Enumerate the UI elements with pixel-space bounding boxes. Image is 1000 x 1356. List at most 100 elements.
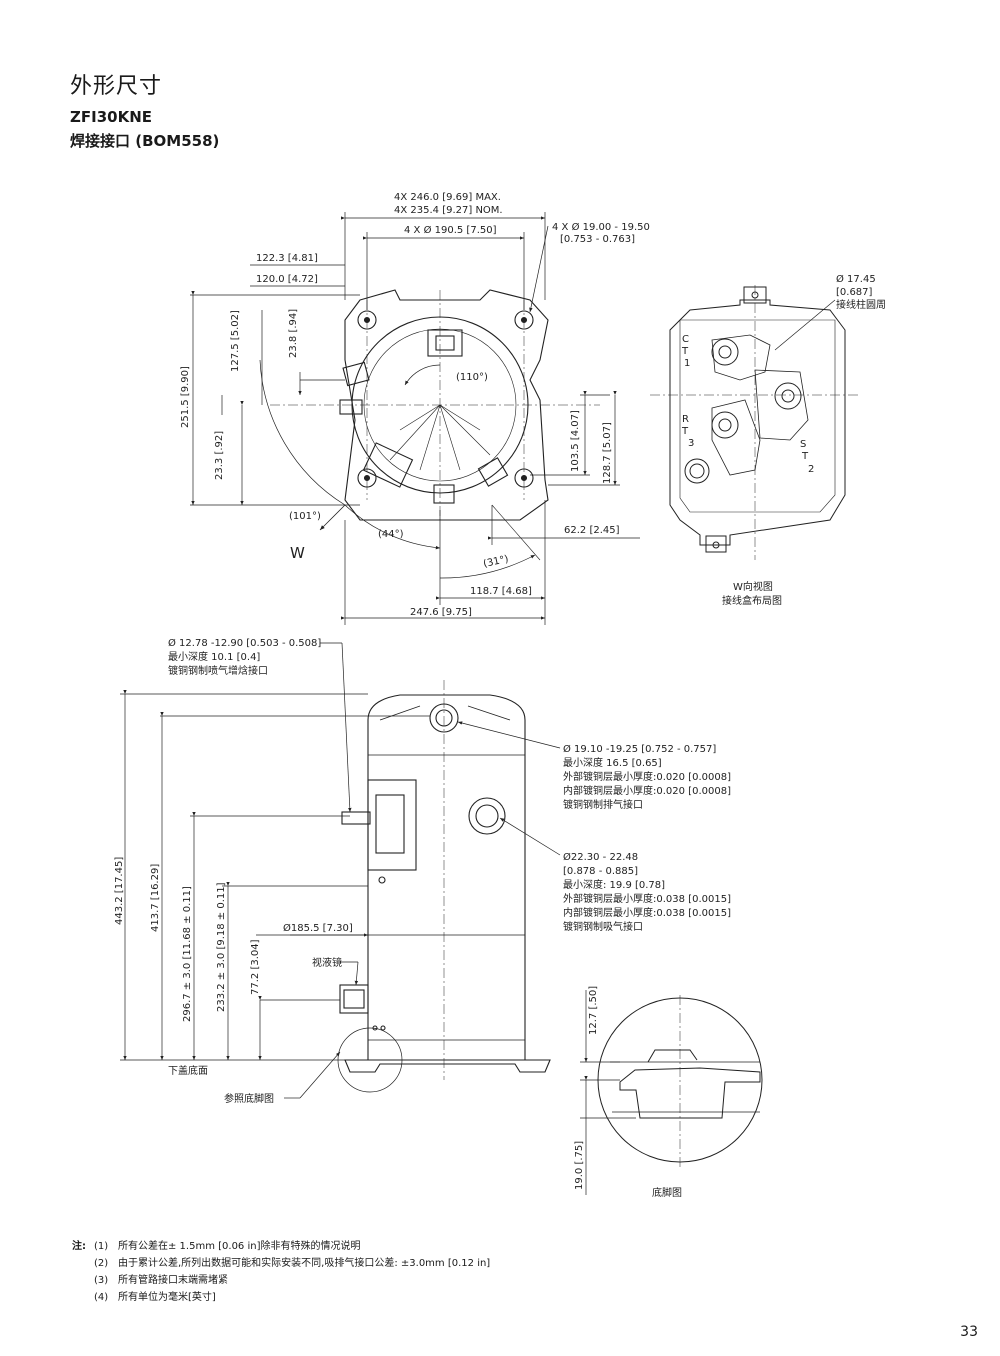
- foot-labels: 12.7 [.50] 19.0 [.75] 底脚图: [574, 986, 682, 1199]
- note-row: (4) 所有单位为毫米[英寸]: [72, 1289, 490, 1306]
- inj-depth: 最小深度 10.1 [0.4]: [168, 650, 260, 663]
- note-row: (3) 所有管路接口末端需堵紧: [72, 1272, 490, 1289]
- dis-inner: 内部镀铜层最小厚度:0.020 [0.0008]: [563, 784, 731, 797]
- page-title: 外形尺寸: [70, 74, 163, 99]
- note-text: 所有管路接口末端需堵紧: [118, 1275, 228, 1286]
- compressor-shell: [367, 694, 526, 1061]
- note-number: (1): [94, 1241, 109, 1252]
- dim-23-3: 23.3 [.92]: [214, 431, 225, 480]
- notes-section: 注: (1) 所有公差在± 1.5mm [0.06 in]除非有特殊的情况说明 …: [72, 1238, 490, 1306]
- dim-233: 233.2 ± 3.0 [9.18 ± 0.11]: [216, 882, 227, 1012]
- dim-443: 443.2 [17.45]: [114, 857, 125, 925]
- terminal-box-labels: Ø 17.45 [0.687] 接线柱圆周 C T 1 R T 3 S T 2 …: [681, 273, 886, 607]
- w-view-label: W: [290, 544, 305, 562]
- dim-103: 103.5 [4.07]: [570, 410, 581, 472]
- dim-mount-max: 4X 246.0 [9.69] MAX.: [394, 192, 501, 203]
- model-name: ZFI30KNE: [70, 108, 153, 126]
- dim-120: 120.0 [4.72]: [256, 274, 318, 285]
- dim-77: 77.2 [3.04]: [250, 939, 261, 995]
- dis-outer: 外部镀铜层最小厚度:0.020 [0.0008]: [563, 770, 731, 783]
- sight-glass: [339, 984, 369, 1014]
- top-view-dimensions: [190, 212, 640, 625]
- terminal-3: [711, 411, 739, 439]
- note-text: 所有公差在± 1.5mm [0.06 in]除非有特殊的情况说明: [118, 1241, 361, 1252]
- terminal-caption-1: W向视图: [733, 580, 773, 593]
- dim-hole-dia-inch: [0.753 - 0.763]: [560, 234, 635, 245]
- note-text: 所有单位为毫米[英寸]: [118, 1292, 216, 1303]
- page-number: 33: [960, 1324, 978, 1340]
- dim-127: 127.5 [5.02]: [230, 310, 241, 372]
- inj-dia: Ø 12.78 -12.90 [0.503 - 0.508]: [168, 637, 321, 649]
- sight-glass-label: 视液镜: [312, 956, 342, 969]
- top-view: [259, 289, 600, 579]
- dim-mount-nom: 4X 235.4 [9.27] NOM.: [394, 205, 503, 216]
- terminal-label-rt3-r: R: [682, 414, 689, 425]
- mount-hole: [357, 310, 377, 330]
- terminal-label-st2-2: 2: [808, 464, 814, 475]
- suc-material: 镀铜钢制吸气接口: [563, 920, 643, 933]
- dim-19: 19.0 [.75]: [574, 1141, 585, 1190]
- note-number: (3): [94, 1275, 109, 1286]
- angle-101: (101°): [289, 511, 321, 522]
- dim-413: 413.7 [16.29]: [150, 864, 161, 932]
- dim-62: 62.2 [2.45]: [564, 525, 620, 536]
- injection-fitting: [367, 779, 417, 871]
- dim-118: 118.7 [4.68]: [470, 586, 532, 597]
- foot-caption: 底脚图: [652, 1186, 682, 1199]
- stud-dia: Ø 17.45: [836, 273, 876, 285]
- terminal-label-st2-t: T: [801, 451, 809, 462]
- top-view-labels: 4X 246.0 [9.69] MAX. 4X 235.4 [9.27] NOM…: [180, 192, 650, 618]
- bottom-label: 下盖底面: [168, 1064, 208, 1077]
- notes-lead: 注:: [72, 1241, 86, 1252]
- foot-detail: [597, 995, 763, 1170]
- suc-dia: Ø22.30 - 22.48: [563, 851, 638, 863]
- note-row: 注: (1) 所有公差在± 1.5mm [0.06 in]除非有特殊的情况说明: [72, 1238, 490, 1255]
- mount-hole: [514, 310, 534, 330]
- dim-bolt-circle: 4 X Ø 190.5 [7.50]: [404, 224, 497, 236]
- angle-31: (31°): [482, 554, 509, 570]
- angle-44: (44°): [378, 529, 404, 540]
- dis-material: 镀铜钢制排气接口: [563, 798, 643, 811]
- terminal-1: [711, 338, 739, 366]
- note-row: (2) 由于累计公差,所列出数据可能和实际安装不同,吸排气接口公差: ±3.0m…: [72, 1255, 490, 1272]
- foot-dimensions: [580, 990, 636, 1195]
- terminal-2: [774, 382, 802, 410]
- angle-110: (110°): [456, 372, 488, 383]
- dim-185: Ø185.5 [7.30]: [283, 922, 353, 934]
- terminal-label-ct1-t: T: [681, 346, 689, 357]
- terminal-box-view: [650, 285, 860, 560]
- base-feet: [344, 1059, 551, 1073]
- dim-122: 122.3 [4.81]: [256, 253, 318, 264]
- terminal-box-outline: [669, 299, 846, 546]
- stud-circle-label: 接线柱圆周: [836, 298, 886, 311]
- note-text: 由于累计公差,所列出数据可能和实际安装不同,吸排气接口公差: ±3.0mm [0…: [118, 1258, 491, 1269]
- connection-type: 焊接接口 (BOM558): [70, 132, 220, 150]
- terminal-label-rt3-3: 3: [688, 438, 694, 449]
- suc-dia-inch: [0.878 - 0.885]: [563, 866, 638, 877]
- dim-12-7: 12.7 [.50]: [588, 986, 599, 1035]
- suc-outer: 外部镀铜层最小厚度:0.038 [0.0015]: [563, 892, 731, 905]
- dim-128: 128.7 [5.07]: [602, 422, 613, 484]
- terminal-label-st2-s: S: [800, 439, 806, 450]
- dim-hole-dia: 4 X Ø 19.00 - 19.50: [552, 221, 650, 233]
- inj-material: 镀铜钢制喷气增焓接口: [168, 664, 268, 677]
- foot-ref-label: 参照底脚图: [224, 1092, 274, 1105]
- dim-23-8: 23.8 [.94]: [288, 309, 299, 358]
- suc-depth: 最小深度: 19.9 [0.78]: [563, 878, 665, 891]
- terminal-label-ct1-c: C: [682, 334, 689, 345]
- dim-247: 247.6 [9.75]: [410, 607, 472, 618]
- terminal-caption-2: 接线盒布局图: [722, 594, 782, 607]
- dis-dia: Ø 19.10 -19.25 [0.752 - 0.757]: [563, 743, 716, 755]
- dis-depth: 最小深度 16.5 [0.65]: [563, 756, 662, 769]
- terminal-label-rt3-t: T: [681, 426, 689, 437]
- side-view-dimensions: [120, 642, 561, 1099]
- note-number: (4): [94, 1292, 109, 1303]
- dim-296: 296.7 ± 3.0 [11.68 ± 0.11]: [182, 886, 193, 1022]
- side-view: [337, 680, 551, 1093]
- side-view-labels: Ø 12.78 -12.90 [0.503 - 0.508] 最小深度 10.1…: [114, 637, 731, 1105]
- suction-fitting: [468, 797, 506, 835]
- dim-251: 251.5 [9.90]: [180, 366, 191, 428]
- terminal-label-ct1-1: 1: [684, 358, 690, 369]
- suc-inner: 内部镀铜层最小厚度:0.038 [0.0015]: [563, 906, 731, 919]
